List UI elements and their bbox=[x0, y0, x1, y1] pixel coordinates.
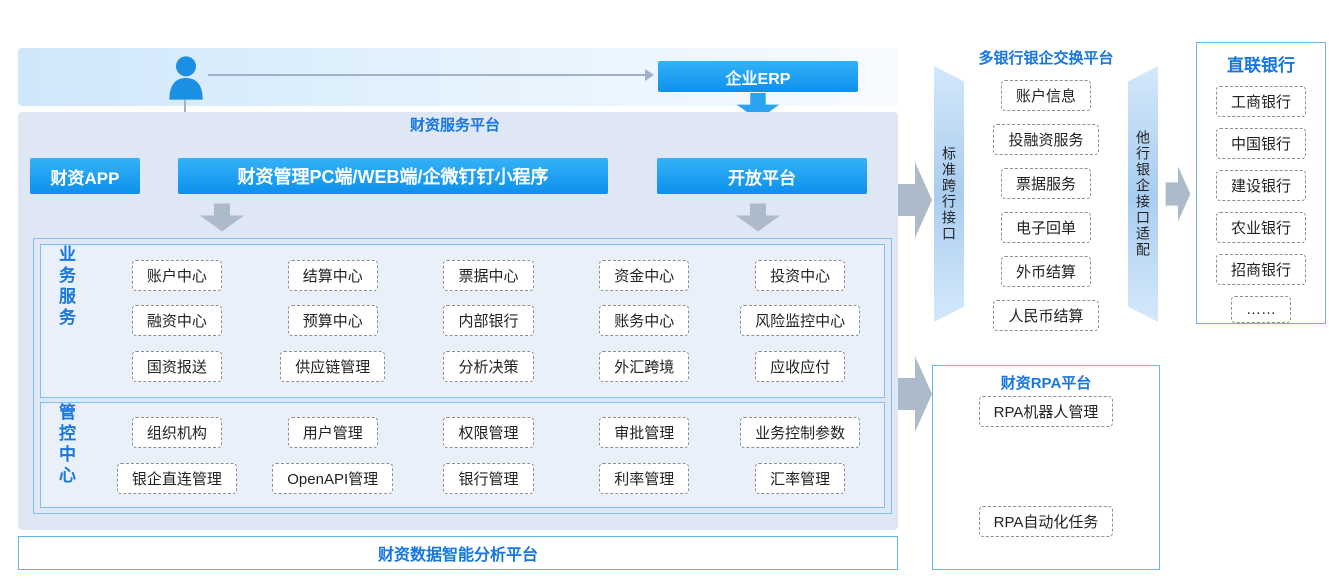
exchange-item: 外币结算 bbox=[1000, 256, 1091, 287]
business-item: 内部银行 bbox=[443, 305, 534, 337]
exchange-items: 账户信息 投融资服务 票据服务 电子回单 外币结算 人民币结算 bbox=[974, 80, 1118, 331]
control-item: 利率管理 bbox=[599, 462, 690, 494]
control-item: 银企直连管理 bbox=[116, 462, 237, 494]
arrow-right-icon bbox=[645, 69, 654, 81]
business-item: 融资中心 bbox=[131, 305, 222, 337]
arrow-down-icon bbox=[736, 93, 780, 120]
direct-banks-box: 直联银行 工商银行 中国银行 建设银行 农业银行 招商银行 …… bbox=[1196, 42, 1326, 324]
data-analysis-bar: 财资数据智能分析平台 bbox=[18, 536, 898, 570]
business-item: 结算中心 bbox=[287, 260, 378, 292]
business-item: 外汇跨境 bbox=[599, 350, 690, 382]
control-center-section: 管控中心 组织机构 用户管理 权限管理 审批管理 业务控制参数 银企直连管理 O… bbox=[40, 402, 885, 508]
arrow-down-icon bbox=[736, 203, 780, 232]
business-item: 票据中心 bbox=[443, 260, 534, 292]
core-modules-box bbox=[33, 238, 892, 514]
erp-button: 企业ERP bbox=[658, 61, 858, 92]
arrow-right-icon bbox=[898, 162, 932, 238]
pc-web-button: 财资管理PC端/WEB端/企微钉钉小程序 bbox=[178, 158, 608, 194]
business-item: 账务中心 bbox=[599, 305, 690, 337]
treasury-app-button: 财资APP bbox=[30, 158, 140, 194]
rpa-title: 财资RPA平台 bbox=[1000, 375, 1092, 392]
exchange-item: 账户信息 bbox=[1000, 80, 1091, 111]
bank-item: 中国银行 bbox=[1215, 128, 1306, 159]
business-item: 账户中心 bbox=[131, 260, 222, 292]
business-item: 供应链管理 bbox=[280, 350, 386, 382]
control-item: 组织机构 bbox=[131, 416, 222, 448]
bank-item: …… bbox=[1231, 296, 1291, 323]
arrow-right-icon bbox=[898, 356, 932, 432]
data-analysis-label: 财资数据智能分析平台 bbox=[377, 547, 538, 564]
exchange-item: 电子回单 bbox=[1000, 212, 1091, 243]
business-item: 应收应付 bbox=[755, 350, 846, 382]
exchange-item: 人民币结算 bbox=[993, 300, 1099, 331]
platform-title: 财资服务平台 bbox=[409, 117, 500, 134]
bank-item: 招商银行 bbox=[1215, 254, 1306, 285]
control-item: 用户管理 bbox=[287, 416, 378, 448]
business-item: 预算中心 bbox=[287, 305, 378, 337]
control-item: 审批管理 bbox=[599, 416, 690, 448]
business-item: 投资中心 bbox=[755, 260, 846, 292]
arrow-right-icon bbox=[1165, 166, 1191, 222]
rpa-platform-box: 财资RPA平台 RPA机器人管理 RPA自动化任务 bbox=[932, 365, 1160, 570]
other-bank-adapter-strip: 他行银企接口适配 bbox=[1128, 66, 1158, 322]
business-grid: 账户中心 结算中心 票据中心 资金中心 投资中心 融资中心 预算中心 内部银行 … bbox=[99, 253, 878, 389]
control-item: 汇率管理 bbox=[755, 462, 846, 494]
user-icon bbox=[169, 56, 203, 100]
bank-item: 农业银行 bbox=[1215, 212, 1306, 243]
control-item: 权限管理 bbox=[443, 416, 534, 448]
other-bank-adapter-label: 他行银企接口适配 bbox=[1135, 130, 1151, 258]
business-section-title: 业务服务 bbox=[56, 245, 75, 329]
bank-exchange-platform: 多银行银企交换平台 标准跨行接口 他行银企接口适配 账户信息 投融资服务 票据服… bbox=[932, 45, 1160, 331]
control-item: OpenAPI管理 bbox=[272, 462, 394, 494]
exchange-title: 多银行银企交换平台 bbox=[978, 50, 1114, 67]
business-item: 国资报送 bbox=[131, 350, 222, 382]
standard-interface-strip: 标准跨行接口 bbox=[934, 66, 964, 322]
open-platform-button: 开放平台 bbox=[657, 158, 867, 194]
control-grid: 组织机构 用户管理 权限管理 审批管理 业务控制参数 银企直连管理 OpenAP… bbox=[99, 409, 878, 501]
business-item: 风险监控中心 bbox=[740, 305, 861, 337]
banks-items: 工商银行 中国银行 建设银行 农业银行 招商银行 …… bbox=[1197, 86, 1325, 323]
arrow-down-icon bbox=[200, 203, 244, 232]
control-item: 业务控制参数 bbox=[740, 416, 861, 448]
control-item: 银行管理 bbox=[443, 462, 534, 494]
exchange-item: 投融资服务 bbox=[993, 124, 1099, 155]
connector-line bbox=[208, 74, 645, 76]
rpa-item: RPA机器人管理 bbox=[978, 396, 1114, 427]
banks-title: 直联银行 bbox=[1227, 56, 1295, 75]
business-item: 资金中心 bbox=[599, 260, 690, 292]
business-services-section: 业务服务 账户中心 结算中心 票据中心 资金中心 投资中心 融资中心 预算中心 … bbox=[40, 244, 885, 398]
control-section-title: 管控中心 bbox=[56, 403, 75, 487]
bank-item: 建设银行 bbox=[1215, 170, 1306, 201]
business-item: 分析决策 bbox=[443, 350, 534, 382]
bank-item: 工商银行 bbox=[1215, 86, 1306, 117]
standard-interface-label: 标准跨行接口 bbox=[941, 146, 957, 242]
exchange-item: 票据服务 bbox=[1000, 168, 1091, 199]
rpa-item: RPA自动化任务 bbox=[978, 506, 1114, 537]
